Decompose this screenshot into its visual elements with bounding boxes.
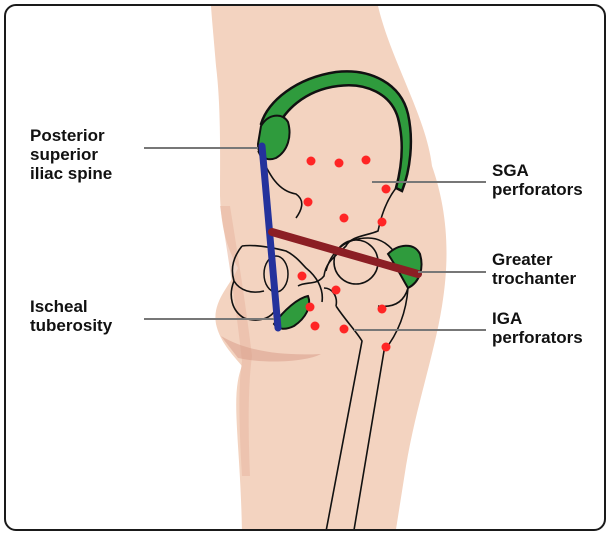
iga-perforator-dot xyxy=(298,272,307,281)
iga-perforator-dot xyxy=(306,303,315,312)
figure-frame: Posterior superior iliac spine Ischeal t… xyxy=(4,4,606,531)
sga-perforator-dot xyxy=(335,159,344,168)
iga-perforators-label: IGA perforators xyxy=(492,309,583,347)
sga-perforator-dot xyxy=(304,198,313,207)
sga-perforator-dot xyxy=(362,156,371,165)
ischeal-tuberosity-label: Ischeal tuberosity xyxy=(30,297,112,335)
iga-perforator-dot xyxy=(340,325,349,334)
posterior-superior-iliac-spine-label: Posterior superior iliac spine xyxy=(30,126,112,183)
greater-trochanter-label: Greater trochanter xyxy=(492,250,576,288)
iga-perforator-dot xyxy=(332,286,341,295)
sga-perforator-dot xyxy=(340,214,349,223)
iga-perforator-dot xyxy=(382,343,391,352)
iga-perforator-dot xyxy=(378,305,387,314)
iga-perforator-dot xyxy=(311,322,320,331)
sga-perforators-label: SGA perforators xyxy=(492,161,583,199)
sga-perforator-dot xyxy=(378,218,387,227)
sga-perforator-dot xyxy=(382,185,391,194)
sga-perforator-dot xyxy=(307,157,316,166)
